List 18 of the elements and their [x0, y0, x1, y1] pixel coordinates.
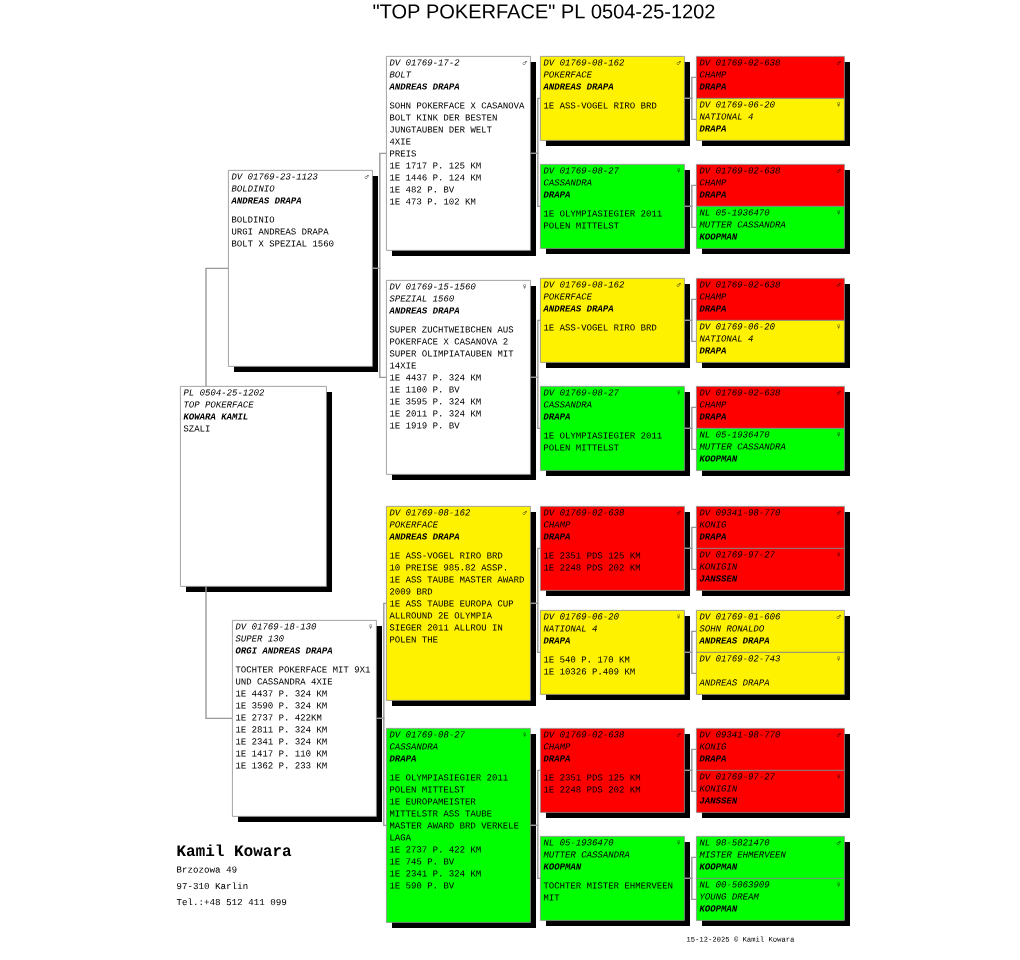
- title: "TOP POKERFACE" PL 0504-25-1202: [373, 4, 715, 19]
- connector-line: [530, 376, 541, 430]
- connector-line: [684, 877, 697, 901]
- connector-line: [684, 97, 697, 121]
- connector-line: [684, 427, 697, 451]
- connector-line: [684, 319, 697, 343]
- connector-line: [684, 205, 697, 229]
- connector-line: [530, 602, 541, 654]
- connector-line: [205, 585, 233, 720]
- connector-line: [376, 717, 387, 827]
- connector-line: [684, 651, 697, 675]
- connector-line: [684, 769, 697, 793]
- connector-line: [684, 547, 697, 571]
- connector-line: [205, 267, 229, 387]
- connector-line: [372, 267, 387, 379]
- connector-line: [530, 824, 541, 880]
- owner-name: Kamil Kowara: [177, 844, 292, 857]
- connector-line: [530, 152, 541, 208]
